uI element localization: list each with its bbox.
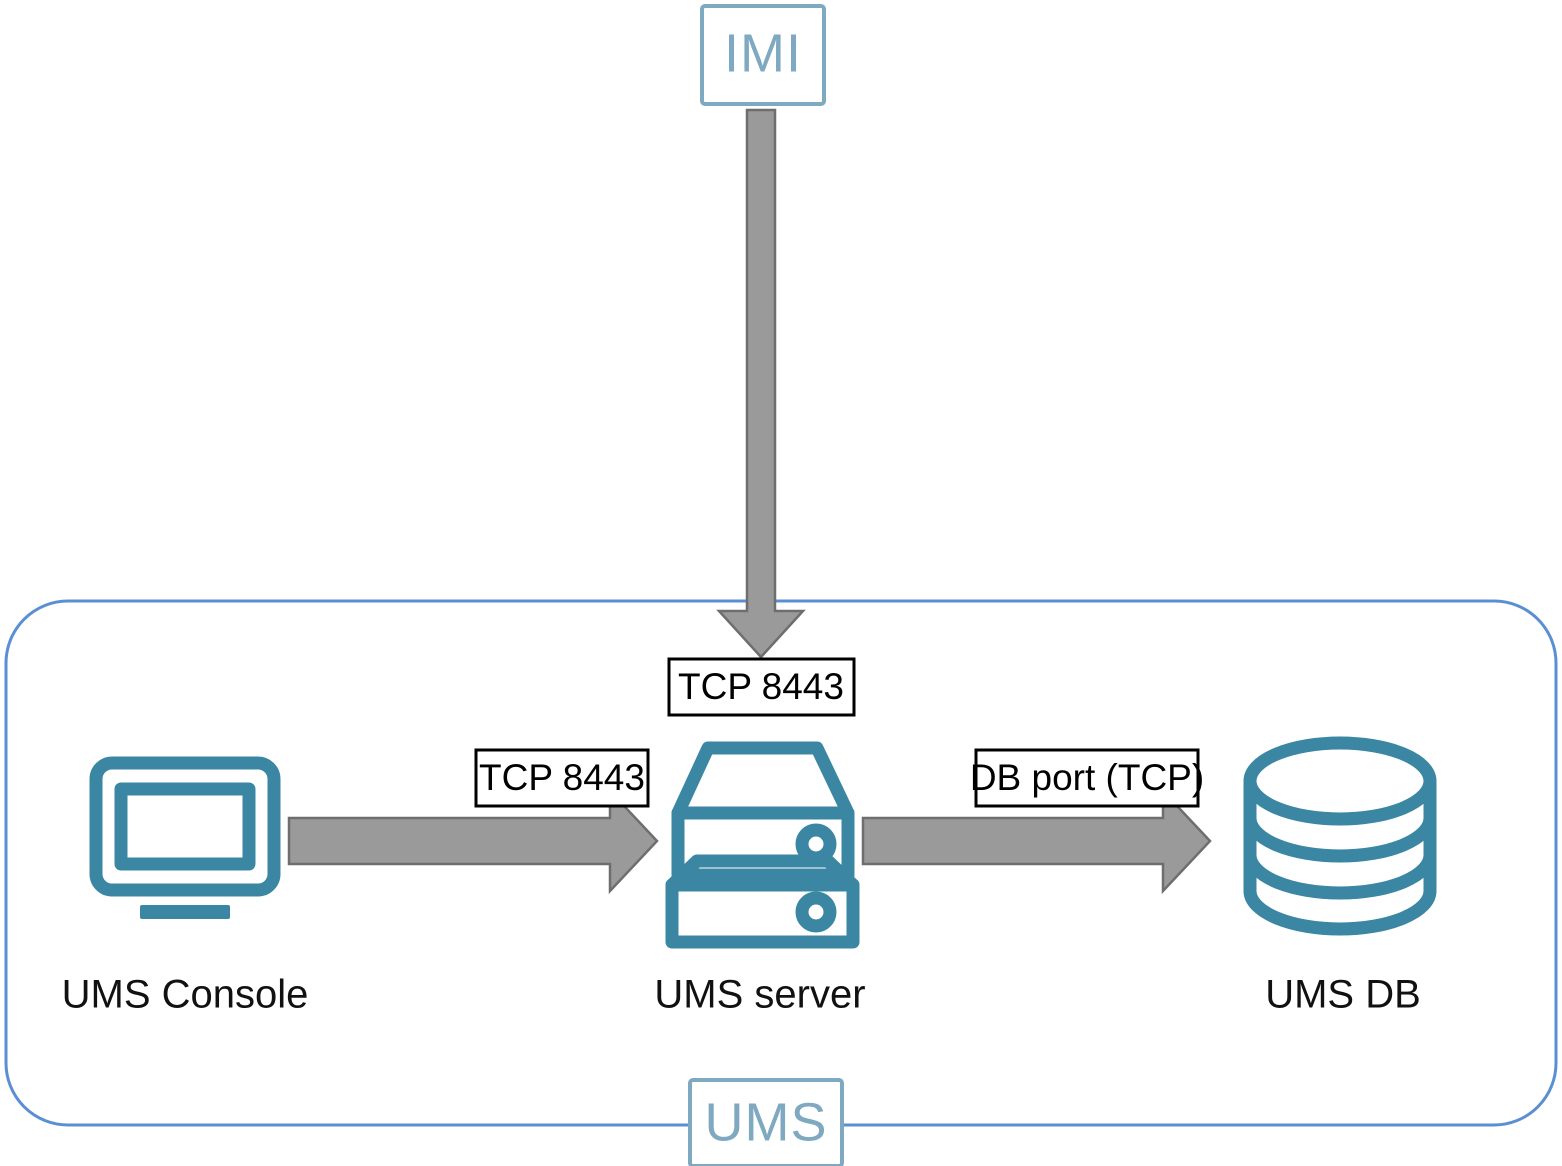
caption-ums-console: UMS Console: [62, 973, 309, 1017]
port-label-text: TCP 8443: [678, 666, 844, 707]
arrow-imi-to-ums-server: [716, 108, 806, 659]
ums-zone-chip: UMS: [688, 1078, 844, 1166]
ums-zone-boundary: [4, 599, 1558, 1127]
port-label-text: DB port (TCP): [970, 757, 1204, 798]
port-label-text: TCP 8443: [479, 757, 645, 798]
caption-ums-server: UMS server: [654, 973, 865, 1017]
server-icon: [665, 741, 860, 949]
port-label-server-to-db: DB port (TCP): [970, 748, 1204, 808]
database-icon: [1243, 736, 1437, 936]
port-label-imi-to-server: TCP 8443: [667, 657, 856, 717]
caption-ums-db: UMS DB: [1265, 973, 1421, 1017]
ums-chip-box: [688, 1078, 844, 1166]
monitor-icon: [89, 756, 281, 919]
port-label-box: [974, 748, 1200, 808]
port-label-console-to-server: TCP 8443: [474, 748, 650, 808]
port-label-box: [667, 657, 856, 717]
arrow-console-to-ums-server: [287, 787, 659, 895]
imi-node: IMI: [700, 4, 826, 106]
imi-chip-box: [700, 4, 826, 106]
arrow-ums-server-to-ums-db: [861, 787, 1212, 895]
port-label-box: [474, 748, 650, 808]
ums-chip-label: UMS: [705, 1092, 828, 1152]
imi-chip-label: IMI: [724, 23, 802, 83]
